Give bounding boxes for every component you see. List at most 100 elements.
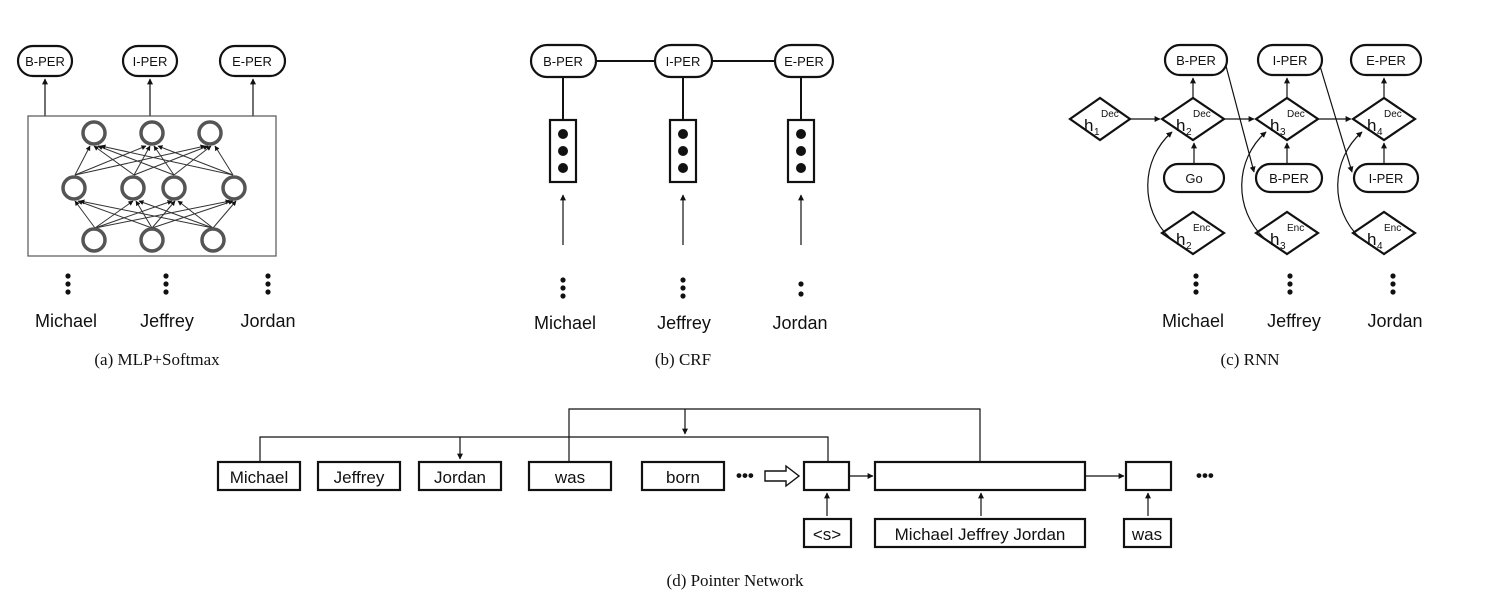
panel-a-neuron (139, 120, 165, 146)
panel-d-input-box (802, 517, 853, 549)
panel-c-decoder-state (1351, 96, 1417, 142)
panel-a-neuron (161, 175, 187, 201)
panel-d-ellipsis-2: ••• (1196, 466, 1214, 485)
panel-c-word-3: Jordan (1367, 311, 1422, 331)
panel-c-attention-curve (1147, 131, 1173, 239)
panel-d-token-box (216, 460, 302, 492)
svg-text:Enc: Enc (1287, 223, 1304, 234)
svg-text:h: h (1176, 230, 1185, 249)
svg-text:Dec: Dec (1384, 109, 1402, 120)
panel-d-hollow-arrow (764, 464, 801, 488)
panel-a-neuron (81, 120, 107, 146)
panel-d-input-box (873, 517, 1087, 549)
panel-c-input-pill (1352, 162, 1420, 194)
panel-d-decoder-cell (1124, 460, 1173, 492)
svg-text:1: 1 (1094, 127, 1100, 138)
panel-b-tag-e: E-PER (784, 54, 824, 69)
panel-c-output-pill (1256, 43, 1324, 77)
panel-c-output-b: B-PER (1176, 53, 1216, 68)
svg-text:3: 3 (1280, 241, 1286, 252)
svg-text:Enc: Enc (1193, 223, 1210, 234)
panel-b-vector-dots (558, 129, 806, 173)
panel-b-vertical-dots (560, 277, 804, 299)
panel-d-token-box (316, 460, 402, 492)
svg-text:h: h (1367, 116, 1376, 135)
panel-c-output-pill (1349, 43, 1423, 77)
svg-text:Enc: Enc (1384, 223, 1401, 234)
panel-a-vertical-dots (65, 273, 271, 295)
panel-a-neuron (139, 227, 165, 253)
panel-b-tag-i: I-PER (666, 54, 701, 69)
panel-a-neuron (120, 175, 146, 201)
panel-d-input-span: Michael Jeffrey Jordan (895, 525, 1066, 544)
panel-c-caption: (c) RNN (1220, 350, 1279, 369)
panel-d-token-5: born (666, 468, 700, 487)
svg-text:Dec: Dec (1287, 109, 1305, 120)
panel-c-rnn: B-PER I-PER E-PER h 1 Dec h 2 Dec h 3 De… (1068, 43, 1423, 369)
svg-text:h: h (1367, 230, 1376, 249)
svg-text:4: 4 (1377, 127, 1383, 138)
panel-b-tag-b: B-PER (543, 54, 583, 69)
panel-d-pointer-network: Michael Jeffrey Jordan was born ••• ••• … (216, 408, 1214, 590)
panel-c-input-go: Go (1185, 171, 1202, 186)
panel-c-decoder-state (1068, 96, 1132, 142)
panel-b-word-2: Jeffrey (657, 313, 711, 333)
panel-b-word-1: Michael (534, 313, 596, 333)
panel-c-encoder-labels: h 2 Enc h 3 Enc h 4 Enc (1176, 223, 1401, 252)
panel-a-neuron (197, 120, 223, 146)
svg-text:Dec: Dec (1101, 109, 1119, 120)
panel-a-tag-b: B-PER (25, 54, 65, 69)
svg-text:h: h (1270, 116, 1279, 135)
panel-d-token-box (417, 460, 503, 492)
panel-c-decoder-labels: h 1 Dec h 2 Dec h 3 Dec h 4 Dec (1084, 109, 1402, 138)
panel-d-token-2: Jeffrey (334, 468, 385, 487)
panel-a-neuron (61, 175, 87, 201)
svg-text:h: h (1176, 116, 1185, 135)
svg-text:h: h (1270, 230, 1279, 249)
panel-c-output-i: I-PER (1273, 53, 1308, 68)
panel-a-tag-e: E-PER (232, 54, 272, 69)
svg-text:Dec: Dec (1193, 109, 1211, 120)
panel-d-input-box (1122, 517, 1173, 549)
panel-c-output-e: E-PER (1366, 53, 1406, 68)
panel-d-token-box (527, 460, 613, 492)
panel-c-attention-curve (1241, 131, 1267, 239)
panel-a-tag-pill (16, 44, 74, 78)
panel-d-decoder-cell (873, 460, 1087, 492)
panel-a-tag-pill (121, 44, 179, 78)
panel-d-pointer-line (568, 408, 981, 462)
panel-c-word-2: Jeffrey (1267, 311, 1321, 331)
panel-c-word-1: Michael (1162, 311, 1224, 331)
panel-d-token-3: Jordan (434, 468, 486, 487)
panel-d-caption: (d) Pointer Network (667, 571, 804, 590)
panel-c-input-b: B-PER (1269, 171, 1309, 186)
svg-text:h: h (1084, 116, 1093, 135)
panel-a-neuron (200, 227, 226, 253)
panel-c-encoder-state (1160, 210, 1226, 256)
panel-a-neuron (221, 175, 247, 201)
panel-c-attention-curve (1337, 131, 1363, 239)
panel-d-ellipsis-1: ••• (736, 466, 754, 485)
panel-b-caption: (b) CRF (655, 350, 711, 369)
panel-c-output-pill (1163, 43, 1229, 77)
panel-a-mlp-softmax: B-PER I-PER E-PER (16, 44, 296, 369)
panel-c-encoder-state (1351, 210, 1417, 256)
panel-d-token-4: was (554, 468, 585, 487)
panel-c-encoder-state (1254, 210, 1320, 256)
panel-d-decoder-cell (802, 460, 851, 492)
panel-b-tag-pill (773, 43, 835, 79)
svg-text:3: 3 (1280, 127, 1286, 138)
panel-a-tag-i: I-PER (133, 54, 168, 69)
panel-a-word-2: Jeffrey (140, 311, 194, 331)
panel-a-connections (74, 144, 237, 229)
panel-a-word-1: Michael (35, 311, 97, 331)
panel-b-word-3: Jordan (772, 313, 827, 333)
panel-d-pointer-line (259, 436, 829, 462)
panel-d-token-box (640, 460, 726, 492)
panel-d-token-1: Michael (230, 468, 289, 487)
panel-a-tag-pill (218, 44, 287, 78)
panel-c-input-pill (1254, 162, 1324, 194)
panel-a-caption: (a) MLP+Softmax (94, 350, 220, 369)
panel-c-feedback-arrow (1319, 65, 1354, 173)
